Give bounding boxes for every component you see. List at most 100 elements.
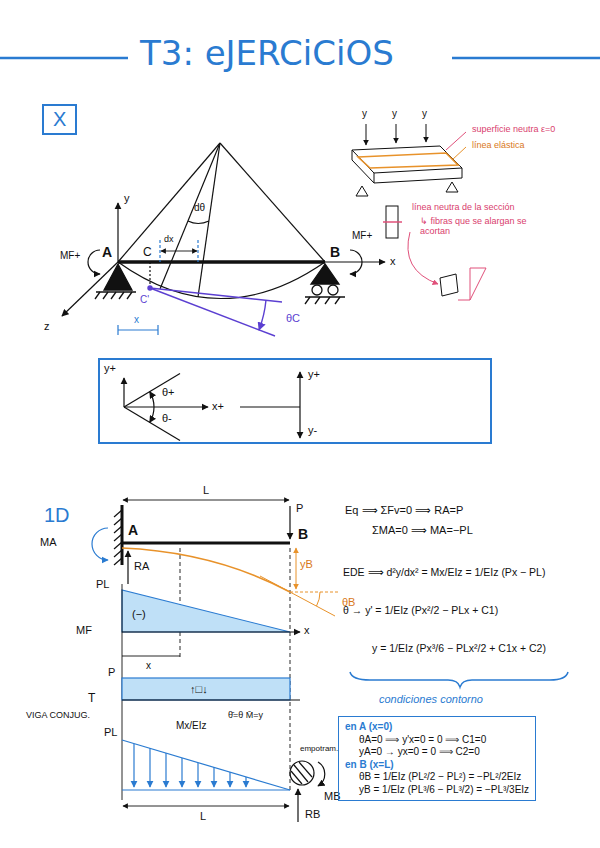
- sign-convention: [123, 378, 124, 407]
- section-sketch: [440, 274, 458, 296]
- rotation-lines: [259, 300, 266, 330]
- point-label: A: [102, 244, 112, 260]
- load-label: P: [296, 502, 303, 515]
- beam-figure: [198, 143, 220, 297]
- equation: ΣMA=0 ⟹ MA=−PL: [372, 524, 473, 537]
- cantilever-figure: [127, 551, 128, 584]
- note: superficie neutra ε=0: [472, 124, 555, 134]
- conjugate-beam: [291, 771, 302, 784]
- conjugate-beam: [165, 753, 166, 787]
- point-label: A: [128, 522, 138, 538]
- note: línea neutra de la sección: [412, 202, 515, 212]
- page-title: T3: eJERCiCiOS: [140, 34, 394, 73]
- dimension-label: L: [203, 484, 209, 497]
- box-text: θA=0 ⟹ y'x=0 = 0 ⟹ C1=0: [359, 734, 529, 747]
- cantilever-figure: [114, 534, 122, 541]
- support-symbol: [119, 292, 124, 299]
- beam-figure: [149, 262, 150, 286]
- dimension-label: L: [200, 810, 206, 823]
- box-text: y-: [308, 424, 317, 438]
- box-text: en B (x=L): [345, 759, 529, 772]
- axis-label: y: [124, 192, 130, 205]
- cantilever-figure: [92, 528, 108, 560]
- support-symbol: [95, 264, 345, 304]
- elastic-curve: [296, 548, 297, 589]
- elastic-curve: [290, 592, 340, 593]
- beam-figure: [88, 250, 100, 274]
- conjugate-beam: [181, 758, 182, 787]
- section-sketch: [408, 232, 438, 284]
- neutral-surface-sketch: [358, 153, 458, 168]
- sign-convention: [150, 407, 154, 422]
- note: empotram.: [300, 744, 338, 753]
- axis-label: x: [390, 255, 396, 268]
- support-symbol: [305, 297, 310, 304]
- cantilever-figure: [114, 550, 122, 557]
- conjugate-beam: [122, 740, 325, 822]
- axis-label: y: [392, 108, 397, 120]
- rotation-lines: [148, 286, 152, 290]
- axis-label: x: [304, 624, 310, 637]
- sign-convention-box: y+θ+θ-x+y+y-: [98, 358, 492, 444]
- diagram-value: P: [108, 666, 115, 679]
- internal-force-diagrams: [122, 584, 300, 800]
- moment-label: MF+: [60, 250, 80, 262]
- beam-figure: [161, 251, 197, 252]
- note: ↳ fibras que se alargan se acortan: [420, 216, 530, 237]
- conjugate-beam: [213, 767, 214, 787]
- elastic-curve: [122, 548, 290, 592]
- sign-convention: [299, 372, 300, 407]
- conjugate-beam: [290, 761, 314, 785]
- dimension-label: dx: [164, 234, 174, 244]
- conjugate-beam: [245, 777, 246, 787]
- sign-convention: [124, 372, 300, 441]
- neutral-surface-sketch: [366, 124, 367, 145]
- neutral-surface-sketch: [356, 186, 368, 196]
- conjugate-beam: [318, 762, 325, 786]
- box-text: y+: [308, 368, 320, 382]
- neutral-surface-sketch: [374, 173, 375, 183]
- sign-label: ↑□↓: [190, 683, 208, 696]
- neutral-surface-sketch: [426, 124, 427, 142]
- cantilever-figure: [289, 506, 290, 539]
- conjugate-beam: [149, 748, 150, 787]
- support-symbol: [315, 297, 320, 304]
- axis-label: y: [362, 108, 367, 120]
- beam-figure: [197, 240, 198, 262]
- cantilever-figure: [114, 542, 122, 549]
- conjugate-beam: [197, 763, 198, 787]
- conjugate-beam: [294, 765, 308, 782]
- neutral-surface-sketch: [352, 146, 462, 173]
- axis-label: y: [422, 108, 427, 120]
- cantilever-figure: [122, 542, 290, 545]
- moment-label: MF+: [352, 230, 372, 242]
- cantilever-figure: [114, 526, 122, 533]
- beam-figure: [118, 143, 220, 262]
- support-symbol: [104, 264, 132, 290]
- cantilever-figure: [114, 518, 122, 525]
- support-symbol: [127, 292, 132, 299]
- box-text: θ+: [162, 386, 175, 400]
- internal-force-diagrams: [122, 699, 300, 700]
- diagram-value: PL: [96, 578, 109, 591]
- brace: [350, 672, 568, 687]
- beam-figure: [117, 325, 118, 335]
- internal-force-diagrams: [122, 678, 290, 700]
- beam-figure: [159, 240, 160, 262]
- sign-convention: [124, 407, 180, 441]
- beam-figure: [118, 262, 325, 299]
- equation: θ → y' = 1/EIz (Px²/2 − PLx + C1): [343, 604, 498, 616]
- cantilever-figure: [114, 510, 122, 517]
- reaction-label: RB: [305, 808, 320, 821]
- conjugate-beam: [133, 744, 134, 787]
- diagram-name: MF: [76, 624, 92, 637]
- box-text: X: [53, 107, 66, 132]
- angle-label: dθ: [194, 202, 205, 214]
- support-symbol: [325, 297, 330, 304]
- support-symbol: [311, 264, 339, 284]
- beam-figure: [117, 203, 118, 262]
- cantilever-figure: [122, 656, 180, 657]
- beam-figure: [188, 221, 209, 224]
- point-label: B: [330, 244, 340, 260]
